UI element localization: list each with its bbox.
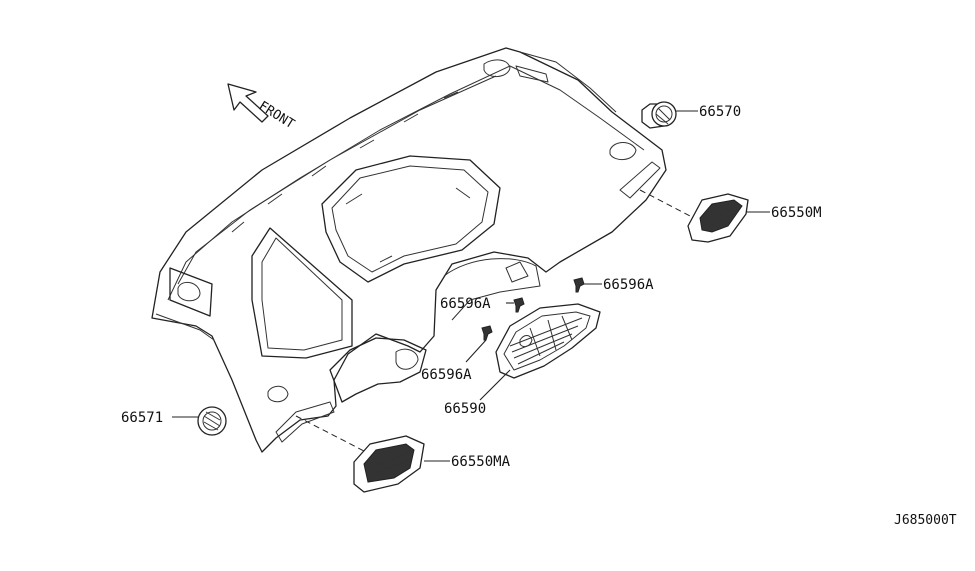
vent-66550M [687, 193, 749, 243]
callout-66596A-lower: 66596A [421, 367, 472, 383]
clip-66596A-right [573, 277, 585, 293]
callout-66571: 66571 [121, 410, 163, 426]
dash-66550MA [295, 415, 367, 453]
clip-66596A-lower [481, 325, 493, 341]
callout-66550MA: 66550MA [451, 454, 511, 470]
drawing-code: J685000T [894, 513, 957, 528]
vent-66570 [641, 101, 677, 129]
vent-66571 [197, 406, 227, 436]
callout-66550M: 66550M [771, 205, 822, 221]
callout-66570: 66570 [699, 104, 741, 120]
leader-66596A-lower [465, 339, 487, 363]
front-label: FRONT [256, 99, 297, 133]
callout-66596A-right: 66596A [603, 277, 654, 293]
instrument-panel [151, 47, 667, 453]
dash-66550M [639, 189, 695, 219]
callout-66590: 66590 [444, 401, 486, 417]
vent-66550MA [353, 435, 425, 493]
front-direction-arrow [227, 83, 269, 123]
vent-assembly-66590 [495, 303, 601, 379]
leader-66590 [479, 369, 511, 401]
clip-66596A-mid [513, 297, 525, 313]
callout-66596A-mid: 66596A [440, 296, 491, 312]
